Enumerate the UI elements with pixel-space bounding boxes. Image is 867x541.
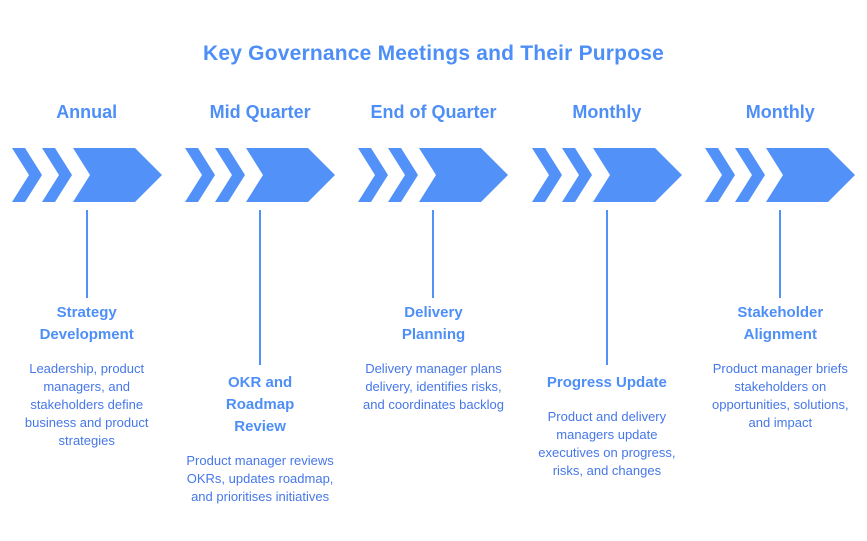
meeting-description: Product manager reviews OKRs, updates ro… <box>186 453 334 504</box>
meeting-description: Product manager briefs stakeholders on o… <box>711 361 849 430</box>
connector-line <box>432 210 435 298</box>
connector-line <box>779 210 782 298</box>
meeting-title: OKR and Roadmap Review <box>225 374 295 435</box>
connector-line <box>259 210 262 365</box>
meeting-textblock: Stakeholder Alignment Product manager br… <box>696 302 865 432</box>
timeline-column-annual: Annual Strategy Development Leadership, … <box>0 0 173 541</box>
timeline-column-mid-quarter: Mid Quarter OKR and Roadmap Review Produ… <box>173 0 346 541</box>
period-label: End of Quarter <box>370 102 497 122</box>
period-label: Annual <box>56 102 118 122</box>
double-chevron-arrow-icon <box>531 148 682 202</box>
meeting-textblock: Delivery Planning Delivery manager plans… <box>349 302 518 414</box>
timeline-column-end-of-quarter: End of Quarter Delivery Planning Deliver… <box>347 0 520 541</box>
meeting-textblock: Progress Update Product and delivery man… <box>522 372 691 480</box>
page-title: Key Governance Meetings and Their Purpos… <box>203 42 664 65</box>
meeting-textblock: OKR and Roadmap Review Product manager r… <box>175 372 344 506</box>
meeting-description: Delivery manager plans delivery, identif… <box>363 361 504 412</box>
double-chevron-arrow-icon <box>358 148 509 202</box>
meeting-title: Strategy Development <box>39 304 134 343</box>
meeting-title: Progress Update <box>546 374 667 391</box>
meeting-textblock: Strategy Development Leadership, product… <box>2 302 171 450</box>
connector-line <box>605 210 608 365</box>
meeting-description: Leadership, product managers, and stakeh… <box>24 361 149 448</box>
timeline-column-monthly-stakeholder: Monthly Stakeholder Alignment Product ma… <box>694 0 867 541</box>
period-label: Monthly <box>745 102 815 122</box>
timeline-column-monthly-progress: Monthly Progress Update Product and deli… <box>520 0 693 541</box>
double-chevron-arrow-icon <box>11 148 162 202</box>
double-chevron-arrow-icon <box>705 148 856 202</box>
double-chevron-arrow-icon <box>185 148 336 202</box>
meeting-title: Delivery Planning <box>401 304 466 343</box>
connector-line <box>85 210 88 298</box>
period-label: Mid Quarter <box>209 102 311 122</box>
meeting-description: Product and delivery managers update exe… <box>538 409 676 478</box>
period-label: Monthly <box>572 102 642 122</box>
meeting-title: Stakeholder Alignment <box>737 304 824 343</box>
